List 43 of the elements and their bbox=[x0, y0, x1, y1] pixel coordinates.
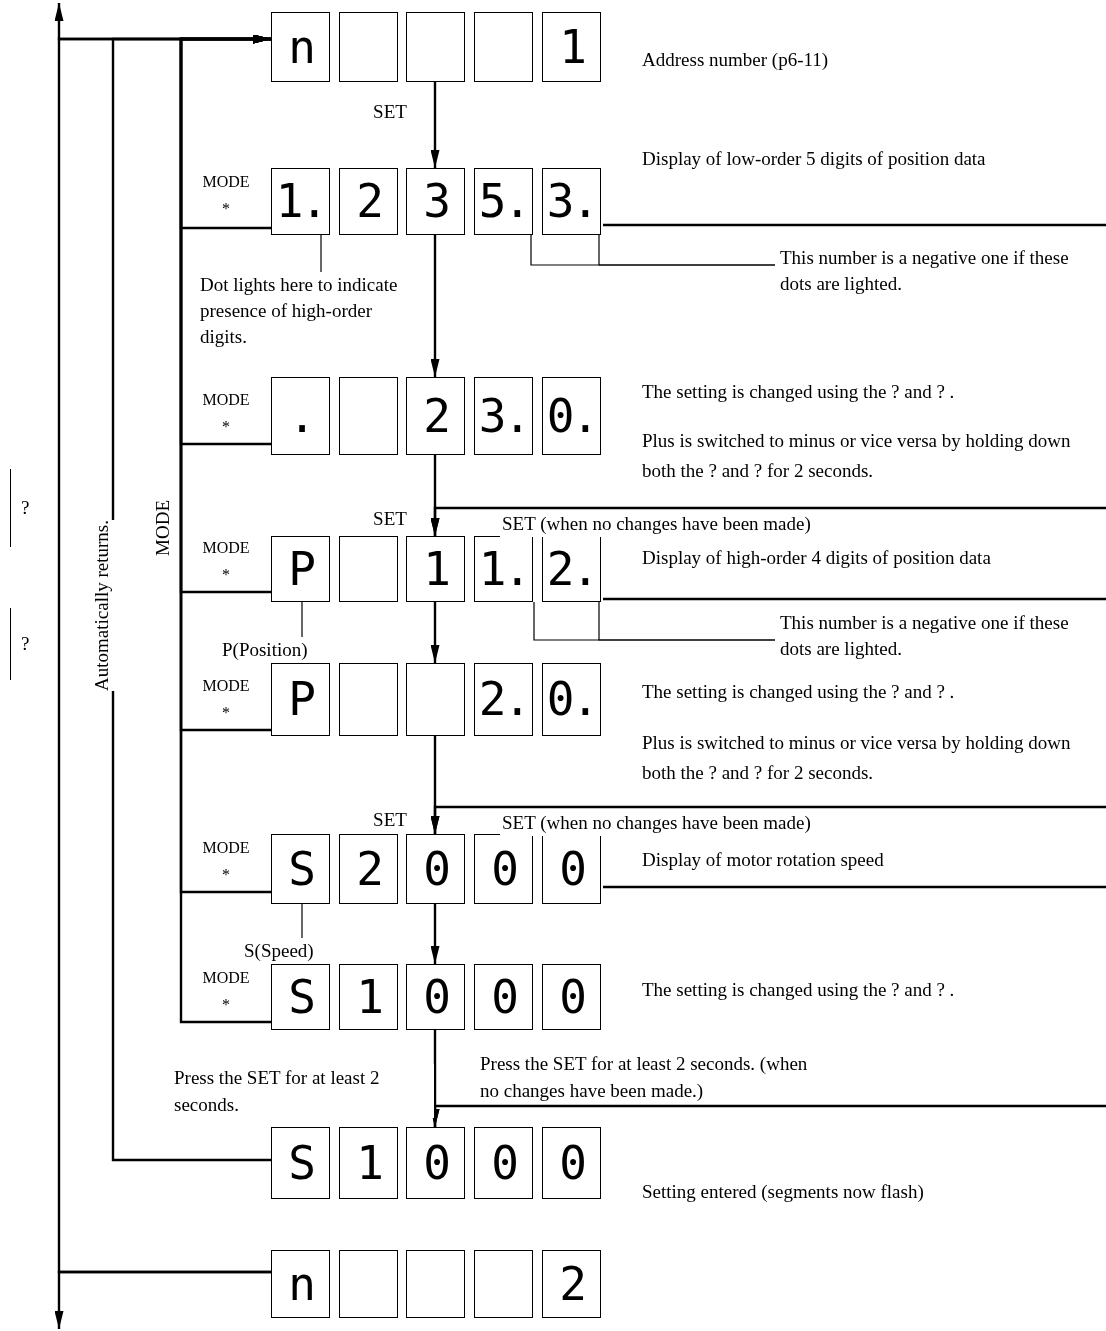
leader-line bbox=[598, 234, 776, 266]
description-text: The setting is changed using the ? and ? . bbox=[642, 380, 956, 404]
leader-line bbox=[320, 234, 322, 273]
callout-text: This number is a negative one if these dots are lighted. bbox=[780, 610, 1100, 662]
seven-segment-display: S 1 0 0 0 bbox=[271, 1127, 603, 1199]
connector-line bbox=[603, 597, 1106, 601]
seven-segment-display: n 2 bbox=[271, 1250, 603, 1318]
arrow bbox=[430, 235, 440, 377]
arrow bbox=[54, 3, 271, 41]
text-label: MODE bbox=[151, 500, 174, 556]
description-text: Plus is switched to minus or vice versa by holding down both the ? and ? for 2 seconds. bbox=[642, 731, 1072, 785]
arrow bbox=[430, 805, 1106, 834]
description-text: The setting is changed using the ? and ? . bbox=[642, 978, 956, 1002]
description-text: Setting entered (segments now flash) bbox=[642, 1180, 925, 1204]
edge-label: Press the SET for at least 2 seconds. bbox=[172, 1064, 434, 1118]
seven-segment-display: 1. 2 3 5. 3. bbox=[271, 168, 603, 235]
description-text: Address number (p6-11) bbox=[642, 48, 830, 72]
leader-line bbox=[301, 903, 303, 939]
description-text: Display of motor rotation speed bbox=[642, 848, 885, 872]
leader-line bbox=[301, 601, 303, 638]
description-text: Display of high-order 4 digits of position data bbox=[642, 546, 992, 570]
callout-text: P(Position) bbox=[222, 637, 337, 663]
seven-segment-display: P 1 1. 2. bbox=[271, 536, 603, 602]
description-text: The setting is changed using the ? and ? . bbox=[642, 680, 956, 704]
connector-line bbox=[603, 223, 1106, 227]
arrow bbox=[54, 1270, 271, 1329]
arrow bbox=[430, 82, 440, 168]
seven-segment-display: . 2 3. 0. bbox=[271, 377, 603, 455]
arrow bbox=[430, 1104, 1106, 1127]
seven-segment-display: n 1 bbox=[271, 12, 603, 82]
leader-line bbox=[598, 601, 776, 641]
seven-segment-display: S 2 0 0 0 bbox=[271, 834, 603, 904]
seven-segment-display: P 2. 0. bbox=[271, 663, 603, 736]
callout-text: Dot lights here to indicate presence of high-order digits. bbox=[200, 272, 400, 350]
callout-text: This number is a negative one if these dots are lighted. bbox=[780, 245, 1100, 297]
arrow bbox=[430, 904, 440, 964]
arrow bbox=[430, 602, 440, 663]
arrow bbox=[430, 506, 1106, 536]
description-text: Plus is switched to minus or vice versa by holding down both the ? and ? for 2 seconds. bbox=[642, 429, 1072, 483]
description-text: Display of low-order 5 digits of position data bbox=[642, 147, 987, 171]
seven-segment-display: S 1 0 0 0 bbox=[271, 964, 603, 1030]
callout-text: S(Speed) bbox=[244, 938, 339, 964]
connector-line bbox=[603, 885, 1106, 889]
